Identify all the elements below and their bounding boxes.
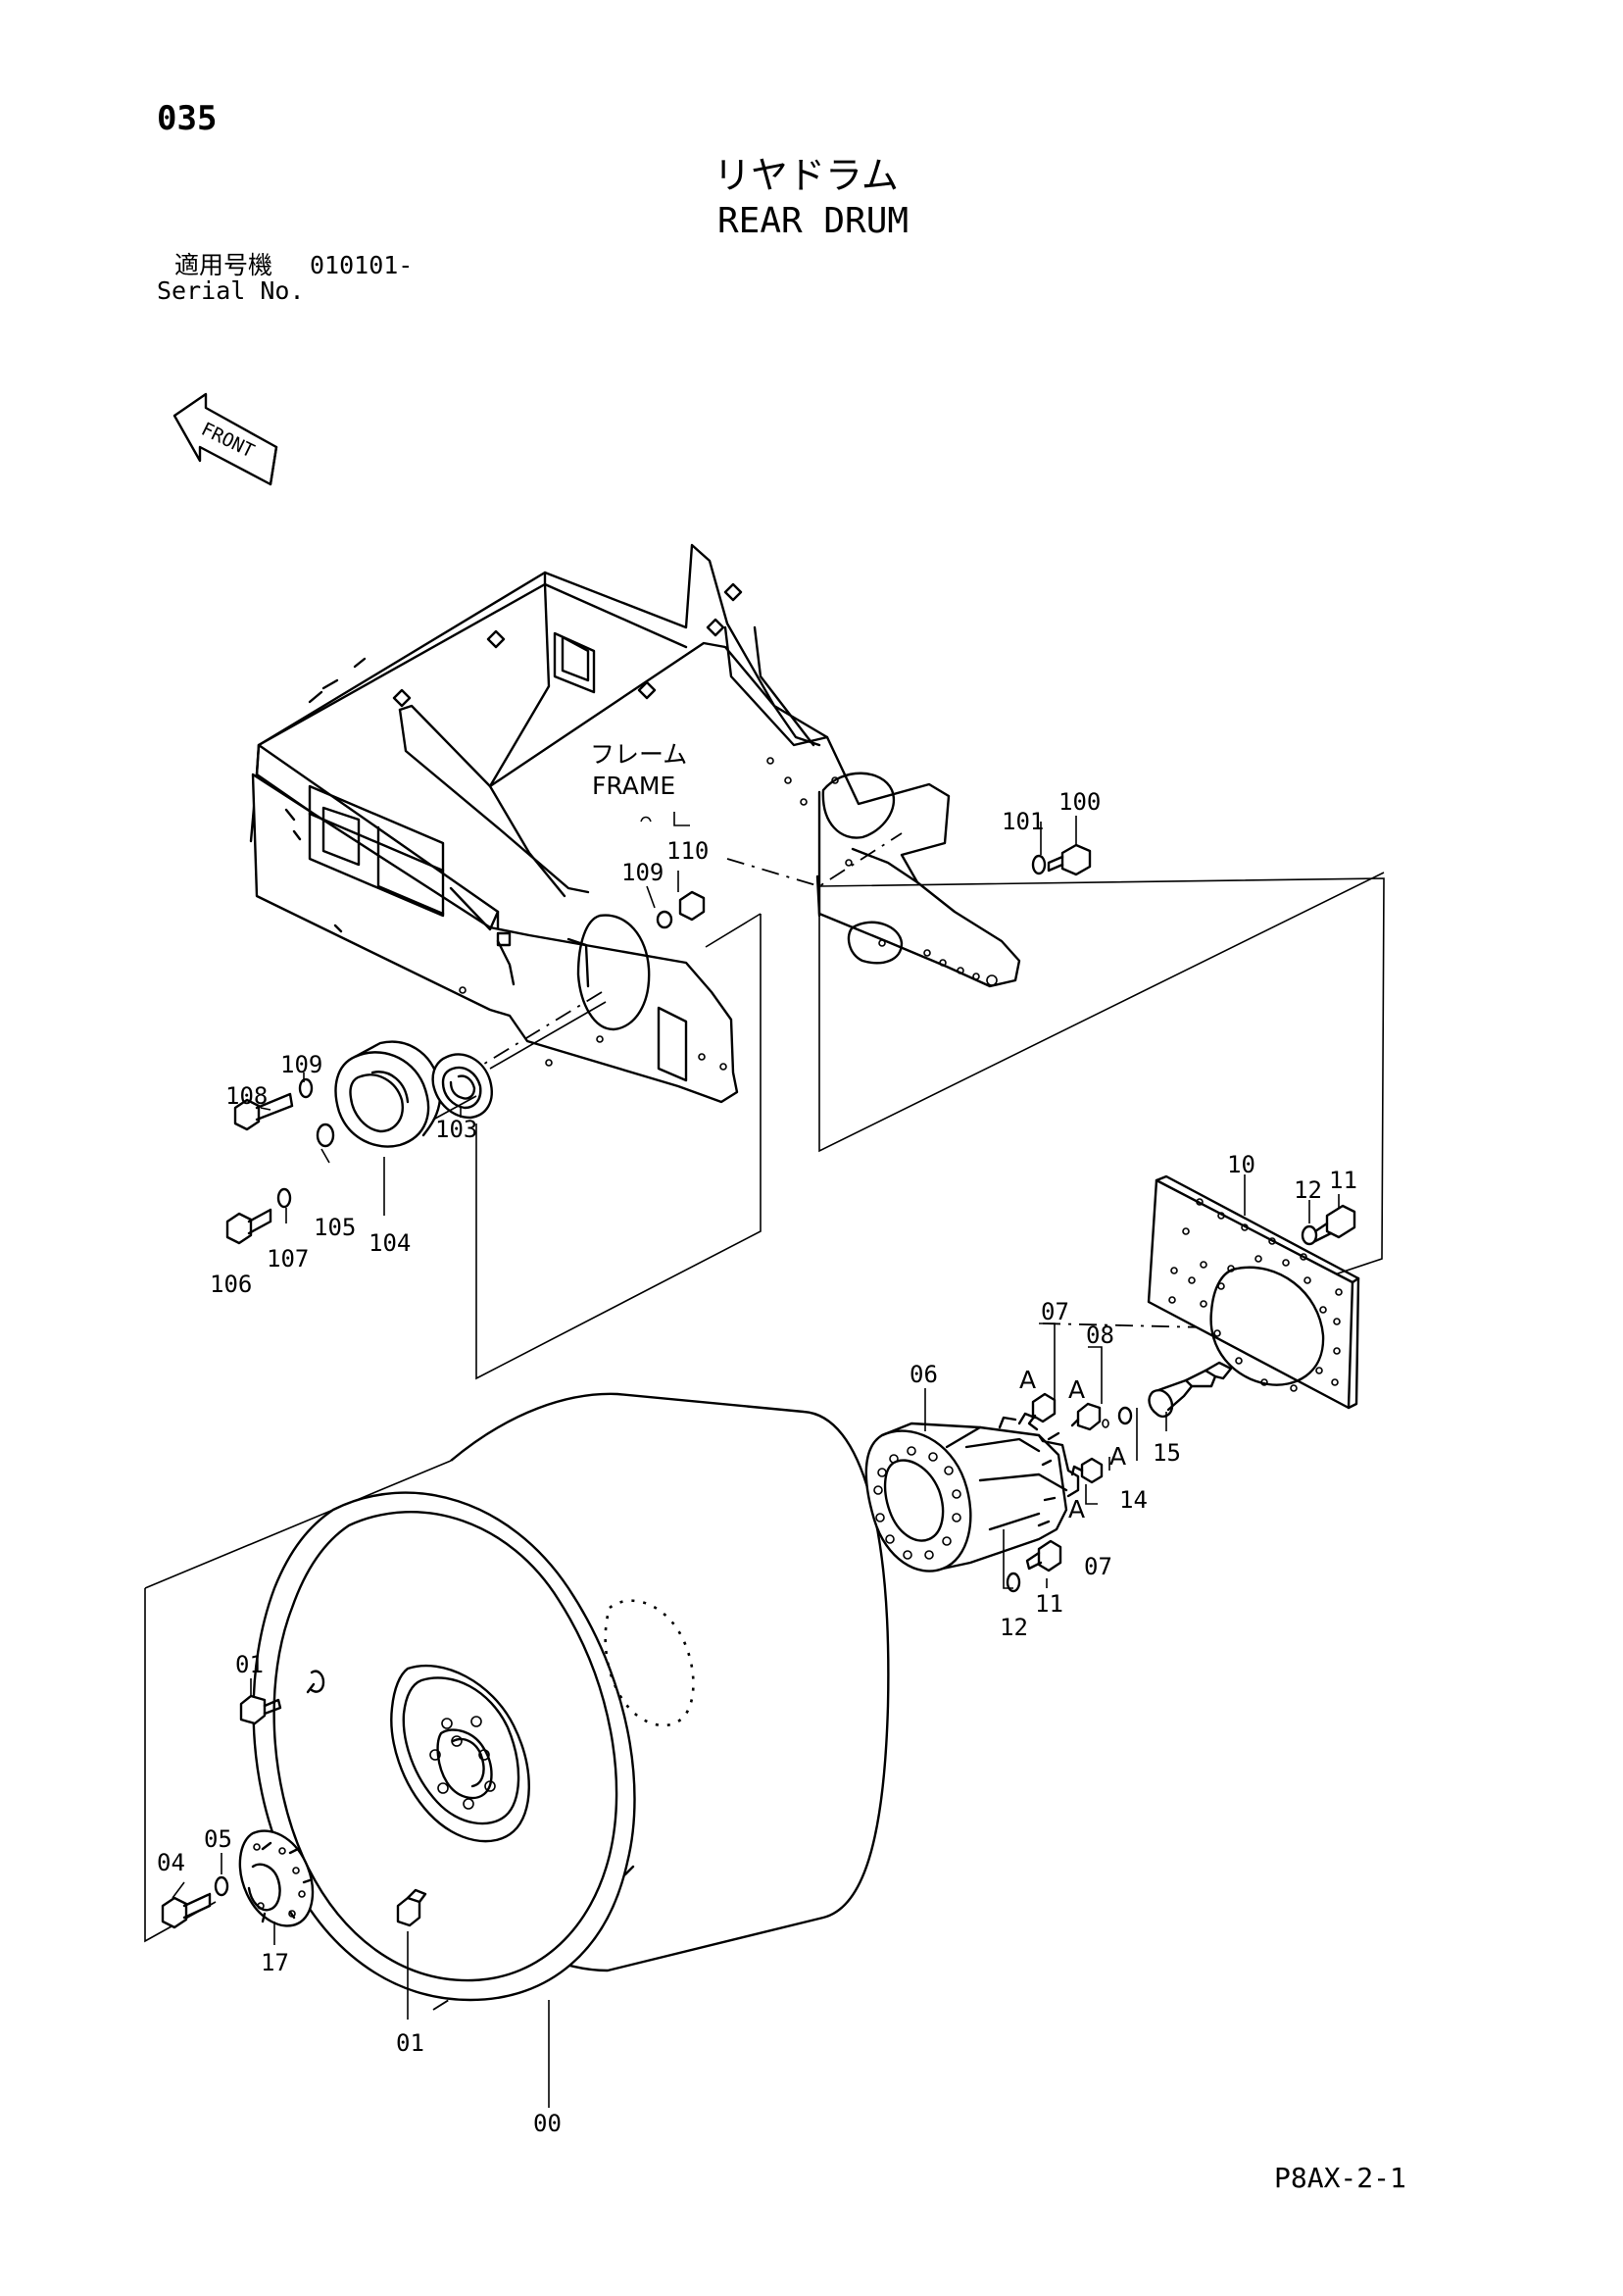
label-08: 08 xyxy=(1086,1322,1114,1349)
page-number: 035 xyxy=(157,99,218,138)
title-japanese: リヤドラム xyxy=(713,154,899,197)
frame-label-english: FRAME xyxy=(592,772,675,800)
ref-mark-a-4: A xyxy=(1068,1495,1085,1523)
label-101: 101 xyxy=(1002,808,1044,835)
label-10: 10 xyxy=(1227,1151,1255,1178)
nut-110 xyxy=(678,890,706,922)
label-00: 00 xyxy=(533,2110,562,2137)
washer-105 xyxy=(316,1123,335,1148)
bolt-11-lower xyxy=(1025,1539,1062,1572)
serial-value: 010101- xyxy=(310,251,414,279)
frame-assembly xyxy=(249,543,1021,1104)
travel-motor-06 xyxy=(864,1412,1080,1572)
label-11-upper: 11 xyxy=(1329,1167,1357,1194)
label-110: 110 xyxy=(666,837,709,865)
label-104: 104 xyxy=(369,1229,411,1257)
bearing-housing-104 xyxy=(334,1040,442,1148)
washer-109 xyxy=(298,1077,314,1099)
label-07-upper: 07 xyxy=(1041,1298,1069,1325)
label-109: 109 xyxy=(280,1051,322,1078)
sheet-code: P8AX-2-1 xyxy=(1274,2162,1406,2194)
fitting-08 xyxy=(1070,1402,1102,1431)
serial-label-japanese: 適用号機 xyxy=(174,251,273,279)
label-01-lower: 01 xyxy=(396,2029,424,2057)
front-arrow-icon: FRONT xyxy=(172,392,278,486)
fitting-07-lower xyxy=(1070,1457,1104,1484)
drum-plug-hole-upper xyxy=(310,1670,325,1693)
label-07-lower: 07 xyxy=(1084,1553,1112,1580)
label-106: 106 xyxy=(210,1271,252,1298)
bolt-100 xyxy=(1047,843,1092,876)
label-109-frame: 109 xyxy=(621,859,664,886)
washer-101 xyxy=(1031,854,1047,875)
label-103: 103 xyxy=(435,1116,477,1143)
ref-mark-a-1: A xyxy=(1019,1366,1036,1394)
label-15: 15 xyxy=(1153,1439,1181,1467)
label-17: 17 xyxy=(261,1949,289,1976)
label-108: 108 xyxy=(225,1082,268,1110)
label-05: 05 xyxy=(204,1825,232,1853)
label-105: 105 xyxy=(314,1214,356,1241)
washer-12-lower xyxy=(1006,1572,1021,1593)
bolt-04 xyxy=(161,1892,212,1929)
plug-01-upper xyxy=(239,1694,282,1725)
bolt-11-upper xyxy=(1301,1204,1356,1246)
label-12-lower: 12 xyxy=(1000,1614,1028,1641)
label-12-upper: 12 xyxy=(1294,1176,1322,1204)
label-11-lower: 11 xyxy=(1035,1590,1063,1618)
label-06: 06 xyxy=(910,1361,938,1388)
label-107: 107 xyxy=(267,1245,309,1273)
fitting-07-upper xyxy=(1027,1392,1057,1431)
plate-10 xyxy=(1147,1174,1360,1410)
o-ring-14 xyxy=(1117,1406,1133,1425)
bolt-106 xyxy=(225,1208,272,1245)
label-100: 100 xyxy=(1058,788,1101,816)
bearing-103 xyxy=(431,1053,493,1120)
plug-01-lower xyxy=(396,1888,427,1927)
serial-label-english: Serial No. xyxy=(157,276,305,305)
washer-107 xyxy=(276,1187,292,1209)
frame-label-japanese: フレーム xyxy=(590,740,687,769)
label-04: 04 xyxy=(157,1849,185,1876)
ref-mark-a-2: A xyxy=(1068,1375,1085,1404)
label-01-upper: 01 xyxy=(235,1651,264,1678)
ref-mark-a-3: A xyxy=(1109,1442,1126,1471)
drum-00 xyxy=(252,1392,890,2002)
label-14: 14 xyxy=(1119,1486,1148,1514)
washer-109-frame xyxy=(656,910,673,929)
bolt-108 xyxy=(233,1092,294,1131)
title-english: REAR DRUM xyxy=(717,201,910,241)
leader-lines xyxy=(172,816,1340,2108)
washer-05 xyxy=(214,1875,229,1897)
hub-17 xyxy=(238,1829,315,1927)
fitting-15 xyxy=(1148,1361,1233,1418)
